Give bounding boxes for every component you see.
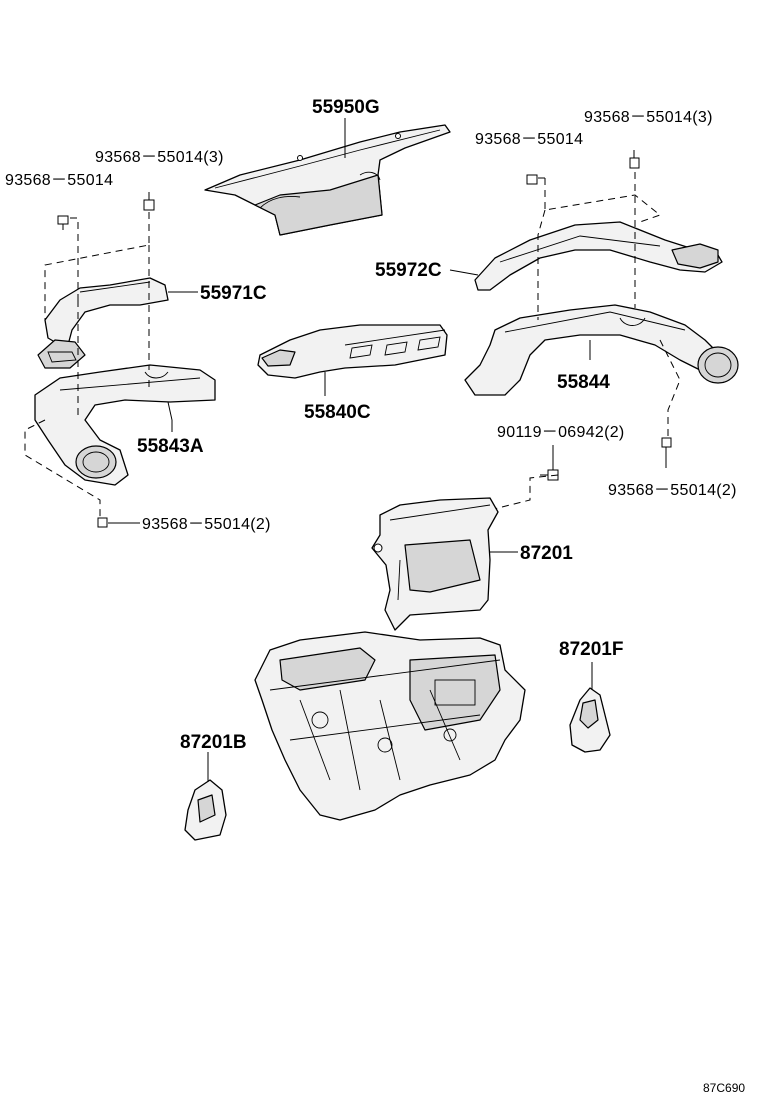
bolt-93568-55014-3-right[interactable] — [629, 150, 640, 169]
bolt-93568-55014-left[interactable] — [57, 215, 69, 230]
label-93568-55014-3-left: 93568－55014(3) — [95, 149, 224, 166]
part-87201f[interactable] — [569, 687, 611, 753]
part-55844-duct[interactable] — [464, 304, 739, 396]
part-55840c-duct[interactable] — [257, 324, 448, 379]
part-heater-unit — [254, 631, 526, 821]
label-87201f: 87201F — [559, 639, 623, 660]
bolt-93568-55014-2-left[interactable] — [97, 517, 108, 528]
bolt-93568-55014-3-left[interactable] — [143, 192, 155, 211]
part-55950g-duct[interactable] — [204, 124, 451, 236]
label-93568-55014-3-right: 93568－55014(3) — [584, 109, 713, 126]
label-93568-55014-2-right: 93568－55014(2) — [608, 482, 737, 499]
part-55971c-duct[interactable] — [37, 277, 169, 369]
part-87201-housing[interactable] — [371, 497, 499, 631]
label-87201: 87201 — [520, 543, 573, 564]
figure-reference: 87C690 — [703, 1081, 745, 1095]
label-90119-06942-2: 90119－06942(2) — [497, 424, 625, 441]
label-55950g: 55950G — [312, 97, 380, 118]
part-87201b[interactable] — [184, 779, 227, 841]
label-93568-55014-2-left: 93568－55014(2) — [142, 516, 271, 533]
label-55971c: 55971C — [200, 283, 267, 304]
part-55972c-duct[interactable] — [474, 221, 723, 291]
label-93568-55014-left: 93568－55014 — [5, 172, 113, 189]
label-87201b: 87201B — [180, 732, 247, 753]
label-55843a: 55843A — [137, 436, 204, 457]
label-55840c: 55840C — [304, 402, 371, 423]
part-55843a-duct[interactable] — [34, 364, 216, 486]
bolt-93568-55014-2-right[interactable] — [661, 437, 672, 448]
label-55972c: 55972C — [375, 260, 442, 281]
label-93568-55014-right: 93568－55014 — [475, 131, 583, 148]
bolt-93568-55014-right[interactable] — [526, 174, 538, 185]
label-55844: 55844 — [557, 372, 610, 393]
